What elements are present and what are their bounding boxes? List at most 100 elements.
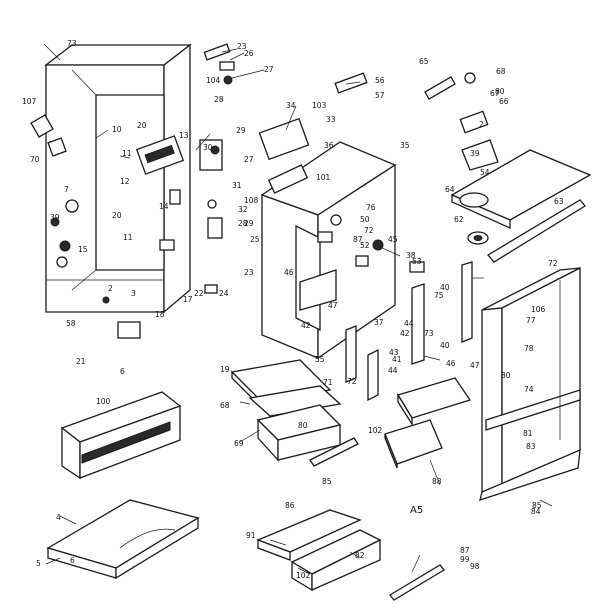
callout-number: 47	[328, 301, 338, 310]
callout-number: 4	[56, 513, 61, 522]
callout-number: 40	[440, 341, 450, 350]
callout-number: 108	[244, 196, 259, 205]
callout-number: 20	[137, 121, 147, 130]
callout-number: 104	[206, 76, 221, 85]
fresh-food-door	[479, 266, 581, 501]
callout-number: 46	[446, 359, 456, 368]
callout-number: 99	[460, 555, 470, 564]
callout-number: 72	[347, 377, 357, 386]
callout-number: 44	[404, 319, 414, 328]
callout-number: 38	[406, 251, 416, 260]
callout-number: 85	[322, 477, 332, 486]
callout-number: 17	[183, 295, 193, 304]
callout-number: 84	[531, 507, 541, 516]
callout-number: 67	[490, 89, 500, 98]
callout-number: 42	[301, 321, 311, 330]
callout-number: 27	[244, 155, 254, 164]
callout-number: 72	[548, 259, 558, 268]
callout-number: 73	[67, 39, 77, 48]
callout-number: 11	[122, 149, 132, 158]
callout-number: 42	[400, 329, 410, 338]
callout-number: 82	[355, 551, 365, 560]
callout-number: 14	[159, 202, 169, 211]
callout-number: 80	[495, 87, 505, 96]
crisper-drawers	[230, 359, 472, 469]
callout-number: 37	[374, 318, 384, 327]
callout-number: 78	[524, 344, 534, 353]
callout-number: 41	[392, 355, 402, 364]
callout-number: 100	[96, 397, 111, 406]
callout-number: 81	[523, 429, 533, 438]
callout-number: 12	[120, 177, 130, 186]
callout-number: 107	[22, 97, 37, 106]
callout-number: 71	[323, 378, 333, 387]
callout-number: 76	[366, 203, 376, 212]
callout-number: 57	[375, 91, 385, 100]
callout-number: 62	[454, 215, 464, 224]
callout-number: 53	[412, 257, 422, 266]
cabinet-liner-parts	[30, 114, 218, 339]
callout-number: 29	[244, 219, 254, 228]
callout-number: 74	[524, 385, 534, 394]
callout-number: 101	[316, 173, 331, 182]
callout-number: 25	[250, 235, 260, 244]
callout-number: 39	[470, 149, 480, 158]
callout-number: 27	[264, 65, 274, 74]
callout-number: 13	[179, 131, 189, 140]
bottom-drawer	[256, 509, 445, 601]
callout-number: 22	[194, 289, 204, 298]
callout-number: 83	[526, 442, 536, 451]
callout-number: 102	[368, 426, 383, 435]
callout-number: 102	[296, 571, 311, 580]
callout-number: 65	[419, 57, 429, 66]
callout-number: 5	[36, 559, 41, 568]
callout-number: 11	[123, 233, 133, 242]
callout-number: 56	[375, 76, 385, 85]
diagram-label: A5	[410, 505, 423, 516]
callout-number: 66	[499, 97, 509, 106]
callout-number: 88	[432, 477, 442, 486]
callout-number: 55	[315, 355, 325, 364]
callout-number: 98	[470, 562, 480, 571]
callout-number: 44	[388, 366, 398, 375]
shelf-rails	[345, 261, 473, 402]
callout-number: 64	[445, 185, 455, 194]
callout-number: 2	[108, 284, 113, 293]
callout-number: 31	[232, 181, 242, 190]
callout-number: 28	[214, 95, 224, 104]
callout-number: 19	[220, 365, 230, 374]
callout-number: 6	[120, 367, 125, 376]
callout-number: 2	[479, 120, 484, 129]
callout-number: 43	[389, 348, 399, 357]
callout-number: 34	[286, 101, 296, 110]
callout-number: 58	[66, 319, 76, 328]
callout-number: 50	[360, 215, 370, 224]
callout-number: 68	[496, 67, 506, 76]
callout-number: 10	[112, 125, 122, 134]
callout-number: 23	[244, 268, 254, 277]
callout-number: 46	[284, 268, 294, 277]
callout-number: 87	[353, 235, 363, 244]
callout-number: 63	[554, 197, 564, 206]
leader-lines	[43, 43, 553, 575]
meat-keeper-cover	[46, 391, 200, 580]
callout-number: 80	[501, 371, 511, 380]
callout-number: 73	[424, 329, 434, 338]
callout-number: 68	[220, 401, 230, 410]
callout-number: 36	[324, 141, 334, 150]
callout-number: 47	[470, 361, 480, 370]
callout-number: 15	[78, 245, 88, 254]
callout-number: 28	[238, 219, 248, 228]
callout-number: 33	[326, 115, 336, 124]
callout-number: 77	[526, 316, 536, 325]
callout-number: 20	[112, 211, 122, 220]
callout-number: 32	[238, 205, 248, 214]
callout-number: 106	[531, 305, 546, 314]
callout-number: 6	[70, 556, 75, 565]
freezer-liner	[258, 117, 397, 360]
hinge-and-hardware	[199, 43, 368, 239]
callout-number: 103	[312, 101, 327, 110]
callout-number: 75	[434, 291, 444, 300]
